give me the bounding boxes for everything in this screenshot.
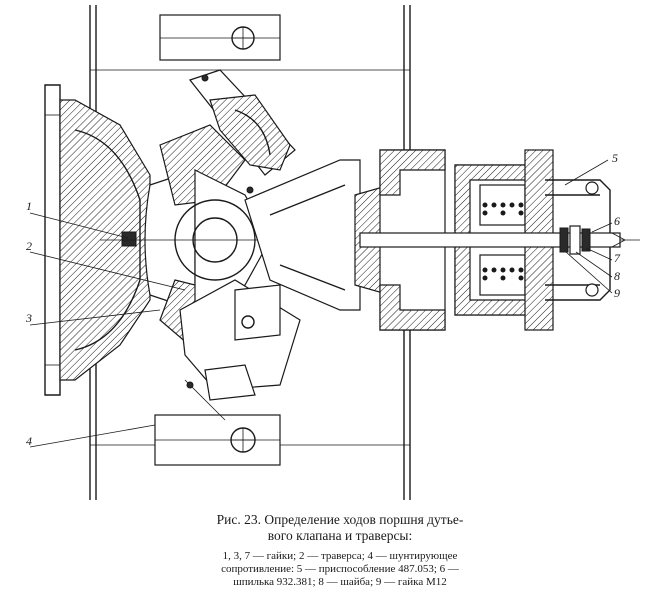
traverse-upper-arm xyxy=(188,69,296,194)
outlet-channel xyxy=(244,159,361,311)
callout-4: 4 xyxy=(26,434,32,448)
callout-7: 7 xyxy=(614,251,621,265)
caption-title-line-2: вого клапана и траверсы: xyxy=(267,528,413,543)
caption-legend-line-1: 1, 3, 7 — гайки; 2 — траверса; 4 — шунти… xyxy=(222,550,458,562)
callout-6: 6 xyxy=(614,214,620,228)
frame xyxy=(89,5,411,500)
callout-5: 5 xyxy=(612,151,618,165)
callout-9: 9 xyxy=(614,286,620,300)
caption-title: Рис. 23. Определение ходов поршня дутье-… xyxy=(190,512,490,544)
callout-2: 2 xyxy=(26,239,32,253)
callout-3: 3 xyxy=(25,311,32,325)
callout-1: 1 xyxy=(26,199,32,213)
caption-legend-line-3: шпилька 932.381; 8 — шайба; 9 — гайка М1… xyxy=(233,576,447,588)
caption-title-line-1: Рис. 23. Определение ходов поршня дутье- xyxy=(216,512,464,527)
caption-legend-line-2: сопротивление: 5 — приспособление 487.05… xyxy=(221,563,459,575)
fixture-and-stud xyxy=(359,179,626,301)
figure-caption: Рис. 23. Определение ходов поршня дутье-… xyxy=(190,512,490,589)
caption-legend: 1, 3, 7 — гайки; 2 — траверса; 4 — шунти… xyxy=(190,550,490,589)
traverse-lower-arm xyxy=(179,279,301,421)
callout-labels: 1 2 3 4 5 6 7 8 9 xyxy=(25,151,621,448)
callout-8: 8 xyxy=(614,269,620,283)
leader-lines xyxy=(29,159,613,448)
technical-drawing: 1 2 3 4 5 6 7 8 9 xyxy=(25,5,640,500)
